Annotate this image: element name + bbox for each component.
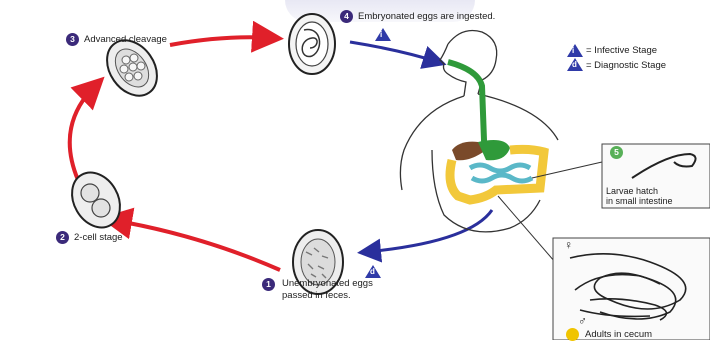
arrow-1-to-2 bbox=[112, 220, 280, 270]
step-6-badge bbox=[566, 328, 579, 341]
egg-embryonated bbox=[289, 14, 335, 74]
step-1-label-line1: Unembryonated eggs bbox=[282, 278, 373, 289]
step-2-label: 2-cell stage bbox=[74, 232, 123, 243]
esophagus bbox=[448, 62, 492, 152]
step-3-label: Advanced cleavage bbox=[84, 34, 167, 45]
step-1-label-line2: passed in feces. bbox=[282, 290, 351, 301]
stomach-green bbox=[478, 140, 510, 160]
step-1-badge: 1 bbox=[262, 278, 275, 291]
step-5-badge: 5 bbox=[610, 146, 623, 159]
small-intestine bbox=[470, 165, 532, 181]
step-5-label-line2: in small intestine bbox=[606, 196, 673, 206]
male-symbol: ♂ bbox=[578, 316, 587, 327]
step-6-label: Adults in cecum bbox=[585, 329, 652, 340]
step-4-badge: 4 bbox=[340, 10, 353, 23]
legend-infective-label: = Infective Stage bbox=[586, 45, 657, 56]
step-3-badge: 3 bbox=[66, 33, 79, 46]
arrow-4-to-host bbox=[350, 42, 438, 62]
step-2-badge: 2 bbox=[56, 231, 69, 244]
infective-marker: i bbox=[375, 28, 391, 41]
female-symbol: ♀ bbox=[564, 240, 573, 251]
egg-2-cell bbox=[62, 164, 129, 236]
legend-diagnostic-label: = Diagnostic Stage bbox=[586, 60, 666, 71]
arrow-3-to-4 bbox=[170, 37, 272, 45]
legend-diagnostic-symbol: d bbox=[567, 58, 583, 71]
step-5-label-line1: Larvae hatch bbox=[606, 186, 658, 196]
legend-infective-symbol: i bbox=[567, 44, 583, 57]
diagnostic-marker: d bbox=[365, 265, 381, 278]
step-4-label: Embryonated eggs are ingested. bbox=[358, 11, 495, 22]
arrow-2-to-3 bbox=[70, 85, 96, 180]
